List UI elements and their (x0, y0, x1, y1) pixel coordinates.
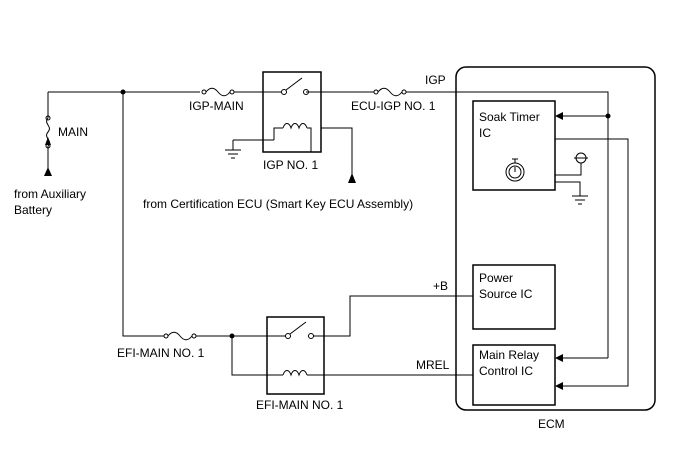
ecu-igp-fuse (373, 87, 407, 97)
efi-main-fuse-label: EFI-MAIN NO. 1 (117, 346, 205, 360)
efi-main-fuse (163, 331, 197, 341)
ground-symbol (555, 181, 588, 205)
ecm-label: ECM (538, 417, 565, 431)
timer-icon (505, 158, 525, 182)
igp-relay (262, 71, 322, 153)
ecm-box (455, 66, 656, 411)
efi-main-relay-label: EFI-MAIN NO. 1 (256, 398, 344, 412)
soak-timer-label: Soak Timer IC (479, 110, 543, 140)
ecu-igp-label: ECU-IGP NO. 1 (351, 99, 436, 113)
cert-ecu-label: from Certification ECU (Smart Key ECU As… (143, 197, 413, 211)
main-fuse-label: MAIN (58, 125, 88, 139)
efi-main-relay (266, 316, 325, 395)
mrel-label: MREL (416, 358, 450, 372)
igp-main-fuse (201, 87, 235, 97)
power-source-label: Power Source IC (479, 271, 533, 301)
main-relay-label: Main Relay Control IC (479, 348, 542, 378)
soak-timer-ic (472, 100, 556, 191)
supply-symbol (555, 152, 588, 176)
plus-b-label: +B (433, 279, 448, 293)
aux-battery-label: from Auxiliary Battery (14, 187, 89, 217)
igp-label: IGP (425, 73, 446, 87)
ground-symbol (225, 139, 274, 159)
igp-main-label: IGP-MAIN (189, 99, 244, 113)
power-source-ic (472, 264, 556, 330)
igp-relay-label: IGP NO. 1 (263, 158, 318, 172)
main-fuse-branch (44, 92, 52, 176)
